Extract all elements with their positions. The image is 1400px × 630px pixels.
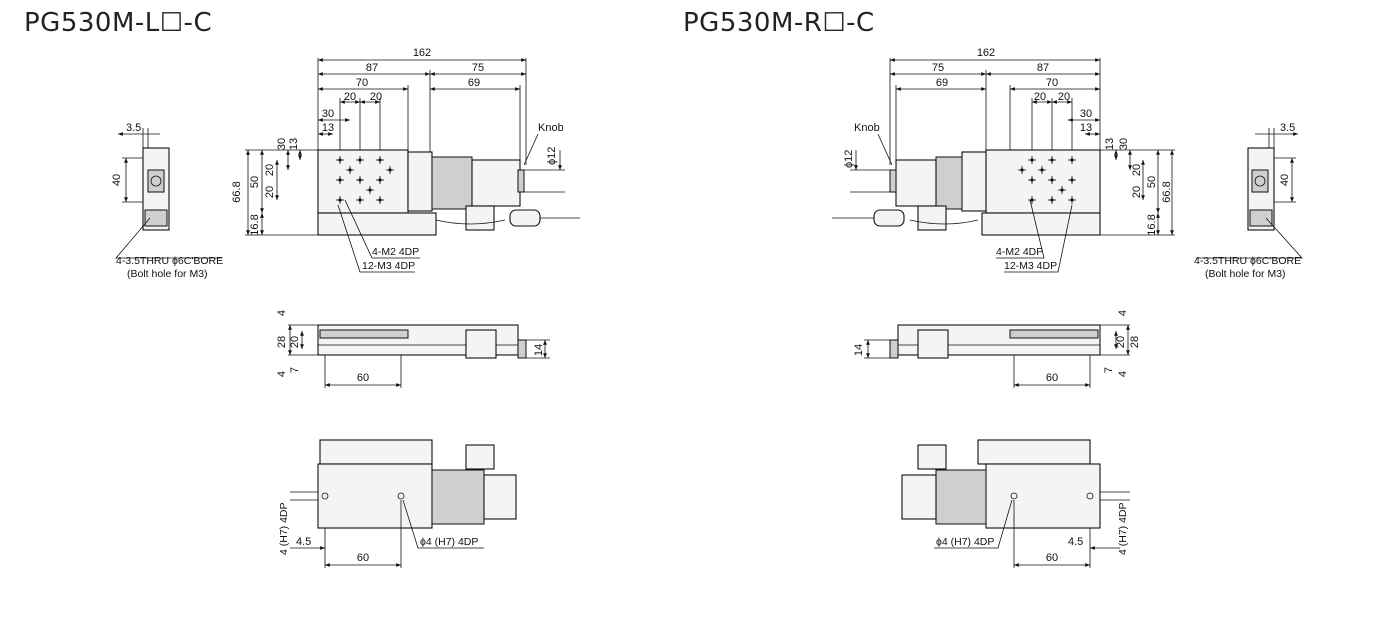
left-dim-20b: 20 xyxy=(370,91,382,103)
left-side-view: 4 28 20 4 7 14 60 xyxy=(276,310,550,388)
right-dim-16-8: 16.8 xyxy=(1146,214,1158,235)
right-knob-label: Knob xyxy=(854,122,880,134)
left-bottom-hole-note: ϕ4 (H7) 4DP xyxy=(420,536,478,548)
left-dim-87: 87 xyxy=(366,62,378,74)
left-side-dim-4: 4 xyxy=(276,310,288,316)
right-dim-30: 30 xyxy=(1080,108,1092,120)
left-bolt-hole-note: 4-3.5THRU ϕ6C'BORE xyxy=(116,255,223,267)
right-end-dim-3-5: 3.5 xyxy=(1280,122,1295,134)
right-dim-13: 13 xyxy=(1080,122,1092,134)
left-side-dim-20: 20 xyxy=(289,336,301,348)
right-bottom-dim-60: 60 xyxy=(1046,552,1058,564)
left-dim-30: 30 xyxy=(322,108,334,120)
right-bottom-view: 4 (H7) 4DP 4.5 60 ϕ4 (H7) 4DP xyxy=(901,439,1130,568)
left-end-dim-3-5: 3.5 xyxy=(126,122,141,134)
left-side-dim-28: 28 xyxy=(276,336,288,348)
right-dim-87: 87 xyxy=(1037,62,1049,74)
left-side-dim-7: 7 xyxy=(289,367,301,373)
right-bottom-hole-note: ϕ4 (H7) 4DP xyxy=(936,536,994,548)
left-bottom-pin-hole: 4 (H7) 4DP xyxy=(278,502,290,555)
left-top-dimensions: 162 87 75 70 69 20 20 30 13 Knob ϕ12 xyxy=(317,47,565,193)
right-dim-20v-a: 20 xyxy=(1131,164,1143,176)
right-dim-75: 75 xyxy=(932,62,944,74)
right-dim-20a: 20 xyxy=(1034,91,1046,103)
right-side-dim-14: 14 xyxy=(853,344,865,356)
left-dim-20a: 20 xyxy=(344,91,356,103)
right-top-dimensions: 162 75 87 69 70 20 20 30 13 Knob ϕ12 xyxy=(843,47,1101,193)
right-dim-69: 69 xyxy=(936,77,948,89)
right-dim-20v-b: 20 xyxy=(1131,186,1143,198)
left-dim-66-8: 66.8 xyxy=(231,181,243,202)
left-bottom-dim-4-5: 4.5 xyxy=(296,536,311,548)
left-callouts: 4-M2 4DP 12-M3 4DP xyxy=(337,199,420,273)
right-bolt-hole-note: 4-3.5THRU ϕ6C'BORE xyxy=(1194,255,1301,267)
left-side-dim-4b: 4 xyxy=(276,371,288,377)
left-dim-13: 13 xyxy=(322,122,334,134)
left-end-dim-40: 40 xyxy=(111,174,123,186)
left-dim-75: 75 xyxy=(472,62,484,74)
left-dim-20v-b: 20 xyxy=(264,186,276,198)
left-dim-16-8: 16.8 xyxy=(249,214,261,235)
right-dim-phi12: ϕ12 xyxy=(843,150,855,168)
right-vertical-dimensions: 66.8 50 16.8 20 20 30 13 xyxy=(1100,138,1175,236)
right-dim-13v: 13 xyxy=(1104,138,1116,150)
right-dim-50: 50 xyxy=(1146,176,1158,188)
right-side-dim-20: 20 xyxy=(1115,336,1127,348)
right-callout-m2: 4-M2 4DP xyxy=(996,246,1043,258)
left-vertical-dimensions: 66.8 50 16.8 20 20 30 13 xyxy=(231,138,318,236)
left-knob-label: Knob xyxy=(538,122,564,134)
right-side-view: 4 28 20 4 7 14 60 xyxy=(853,310,1141,388)
right-dim-70: 70 xyxy=(1046,77,1058,89)
left-dim-50: 50 xyxy=(249,176,261,188)
right-dim-20b: 20 xyxy=(1058,91,1070,103)
right-side-dim-28: 28 xyxy=(1129,336,1141,348)
left-dim-20v-a: 20 xyxy=(264,164,276,176)
left-bottom-view: 4 (H7) 4DP 4.5 60 ϕ4 (H7) 4DP xyxy=(278,439,517,568)
right-callout-m3: 12-M3 4DP xyxy=(1004,260,1057,272)
left-dim-69: 69 xyxy=(468,77,480,89)
left-dim-70: 70 xyxy=(356,77,368,89)
right-bolt-hole-subnote: (Bolt hole for M3) xyxy=(1205,268,1286,280)
right-end-dim-40: 40 xyxy=(1279,174,1291,186)
left-end-view: 3.5 40 4-3.5THRU ϕ6C'BORE (Bolt hole for… xyxy=(111,122,223,280)
right-top-view xyxy=(832,149,1101,236)
left-dim-overall: 162 xyxy=(413,47,431,59)
left-callout-m2: 4-M2 4DP xyxy=(372,246,419,258)
right-bottom-pin-hole: 4 (H7) 4DP xyxy=(1117,502,1129,555)
right-dim-66-8: 66.8 xyxy=(1161,181,1173,202)
right-side-dim-4: 4 xyxy=(1117,310,1129,316)
right-bottom-dim-4-5: 4.5 xyxy=(1068,536,1083,548)
right-side-dim-60: 60 xyxy=(1046,372,1058,384)
left-drawing: 162 87 75 70 69 20 20 30 13 Knob ϕ12 xyxy=(111,47,580,568)
right-callouts: 4-M2 4DP 12-M3 4DP xyxy=(996,199,1073,273)
left-dim-30v: 30 xyxy=(276,138,288,150)
left-dim-13v: 13 xyxy=(288,138,300,150)
right-side-dim-4b: 4 xyxy=(1117,371,1129,377)
right-side-dim-7: 7 xyxy=(1103,367,1115,373)
right-model-title: PG530M-R☐-C xyxy=(683,8,875,38)
left-model-title: PG530M-L☐-C xyxy=(24,8,213,38)
left-dim-phi12: ϕ12 xyxy=(546,147,558,165)
left-bottom-dim-60: 60 xyxy=(357,552,369,564)
right-dim-overall: 162 xyxy=(977,47,995,59)
left-top-view xyxy=(317,149,580,236)
right-end-view: 3.5 40 4-3.5THRU ϕ6C'BORE (Bolt hole for… xyxy=(1194,122,1303,280)
left-bolt-hole-subnote: (Bolt hole for M3) xyxy=(127,268,208,280)
right-drawing: 162 75 87 69 70 20 20 30 13 Knob ϕ12 66 xyxy=(832,47,1303,568)
left-callout-m3: 12-M3 4DP xyxy=(362,260,415,272)
right-dim-30v: 30 xyxy=(1118,138,1130,150)
left-side-dim-14: 14 xyxy=(533,344,545,356)
left-side-dim-60: 60 xyxy=(357,372,369,384)
